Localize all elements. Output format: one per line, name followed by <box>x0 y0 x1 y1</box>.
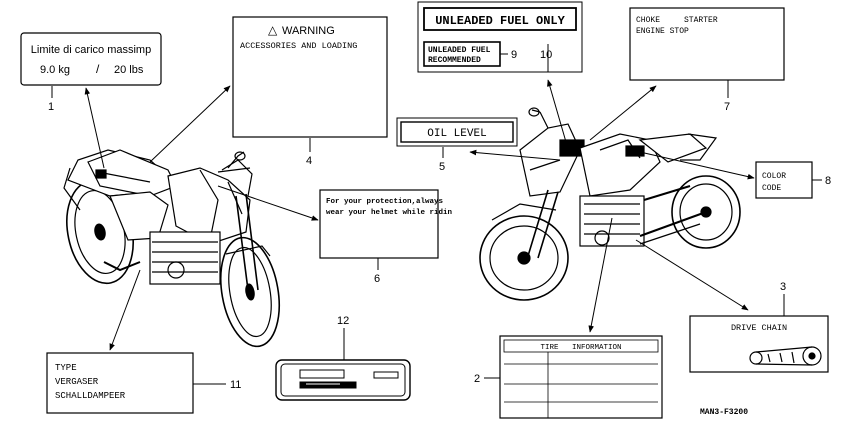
callout-10: 10 <box>540 49 552 61</box>
label-choke-starter: CHOKE STARTER ENGINE STOP <box>629 7 785 81</box>
label-plate-12 <box>275 359 411 401</box>
callout-8: 8 <box>825 175 831 187</box>
choke-line1: CHOKE STARTER <box>636 16 718 25</box>
callout-4: 4 <box>306 155 312 167</box>
label-tire-information: TIRE INFORMATION <box>499 335 663 419</box>
protection-line2: wear your helmet while ridin <box>326 209 453 217</box>
label-warning: △ WARNING ACCESSORIES AND LOADING <box>232 16 388 138</box>
motorcycle-right-illustration <box>479 107 741 301</box>
chain-sprocket-icon <box>749 346 822 366</box>
type-line2: VERGASER <box>55 377 99 387</box>
diagram-code: MAN3-F3200 <box>700 408 748 417</box>
color-code-line1: COLOR <box>762 172 786 181</box>
tire-info-text: TIRE INFORMATION <box>540 344 621 352</box>
callout-numbers: 1 2 3 4 5 6 7 8 9 10 11 12 <box>48 49 831 391</box>
label-color-code: COLOR CODE <box>755 161 813 199</box>
callout-1: 1 <box>48 101 54 113</box>
callout-6: 6 <box>374 273 380 285</box>
oil-level-text: OIL LEVEL <box>427 128 486 140</box>
leader-lines <box>51 44 822 385</box>
type-line1: TYPE <box>55 363 77 373</box>
callout-2: 2 <box>474 373 480 385</box>
unleaded-recommended-line2: RECOMMENDED <box>428 56 481 65</box>
choke-line2: ENGINE STOP <box>636 27 689 36</box>
load-limit-kg: 9.0 kg <box>40 64 70 76</box>
callout-3: 3 <box>780 281 786 293</box>
label-drive-chain: DRIVE CHAIN <box>689 315 829 373</box>
load-limit-separator: / <box>96 62 100 76</box>
callout-5: 5 <box>439 161 445 173</box>
protection-line1: For your protection,always <box>326 198 444 206</box>
unleaded-recommended-line1: UNLEADED FUEL <box>428 46 491 55</box>
warning-title: WARNING <box>282 25 335 37</box>
motorcycle-left-illustration <box>63 149 280 348</box>
label-oil-level: OIL LEVEL <box>396 117 518 147</box>
callout-11: 11 <box>230 379 241 391</box>
load-limit-title: Limite di carico massimp <box>31 44 151 56</box>
callout-12: 12 <box>337 315 349 327</box>
label-type-vergaser: TYPE VERGASER SCHALLDAMPEER <box>46 352 194 414</box>
color-code-line2: CODE <box>762 184 781 193</box>
callout-7: 7 <box>724 101 730 113</box>
label-load-limit: Limite di carico massimp 9.0 kg / 20 lbs <box>20 32 162 86</box>
drive-chain-text: DRIVE CHAIN <box>731 323 787 333</box>
warning-symbol: △ <box>268 23 278 37</box>
label-helmet-protection: For your protection,always wear your hel… <box>319 189 453 259</box>
type-line3: SCHALLDAMPEER <box>55 391 126 401</box>
callout-9: 9 <box>511 49 517 61</box>
load-limit-lbs: 20 lbs <box>114 64 144 76</box>
warning-subtitle: ACCESSORIES AND LOADING <box>240 41 357 51</box>
unleaded-only-text: UNLEADED FUEL ONLY <box>435 14 565 28</box>
label-unleaded-fuel-frame: UNLEADED FUEL ONLY UNLEADED FUEL RECOMME… <box>417 1 583 73</box>
